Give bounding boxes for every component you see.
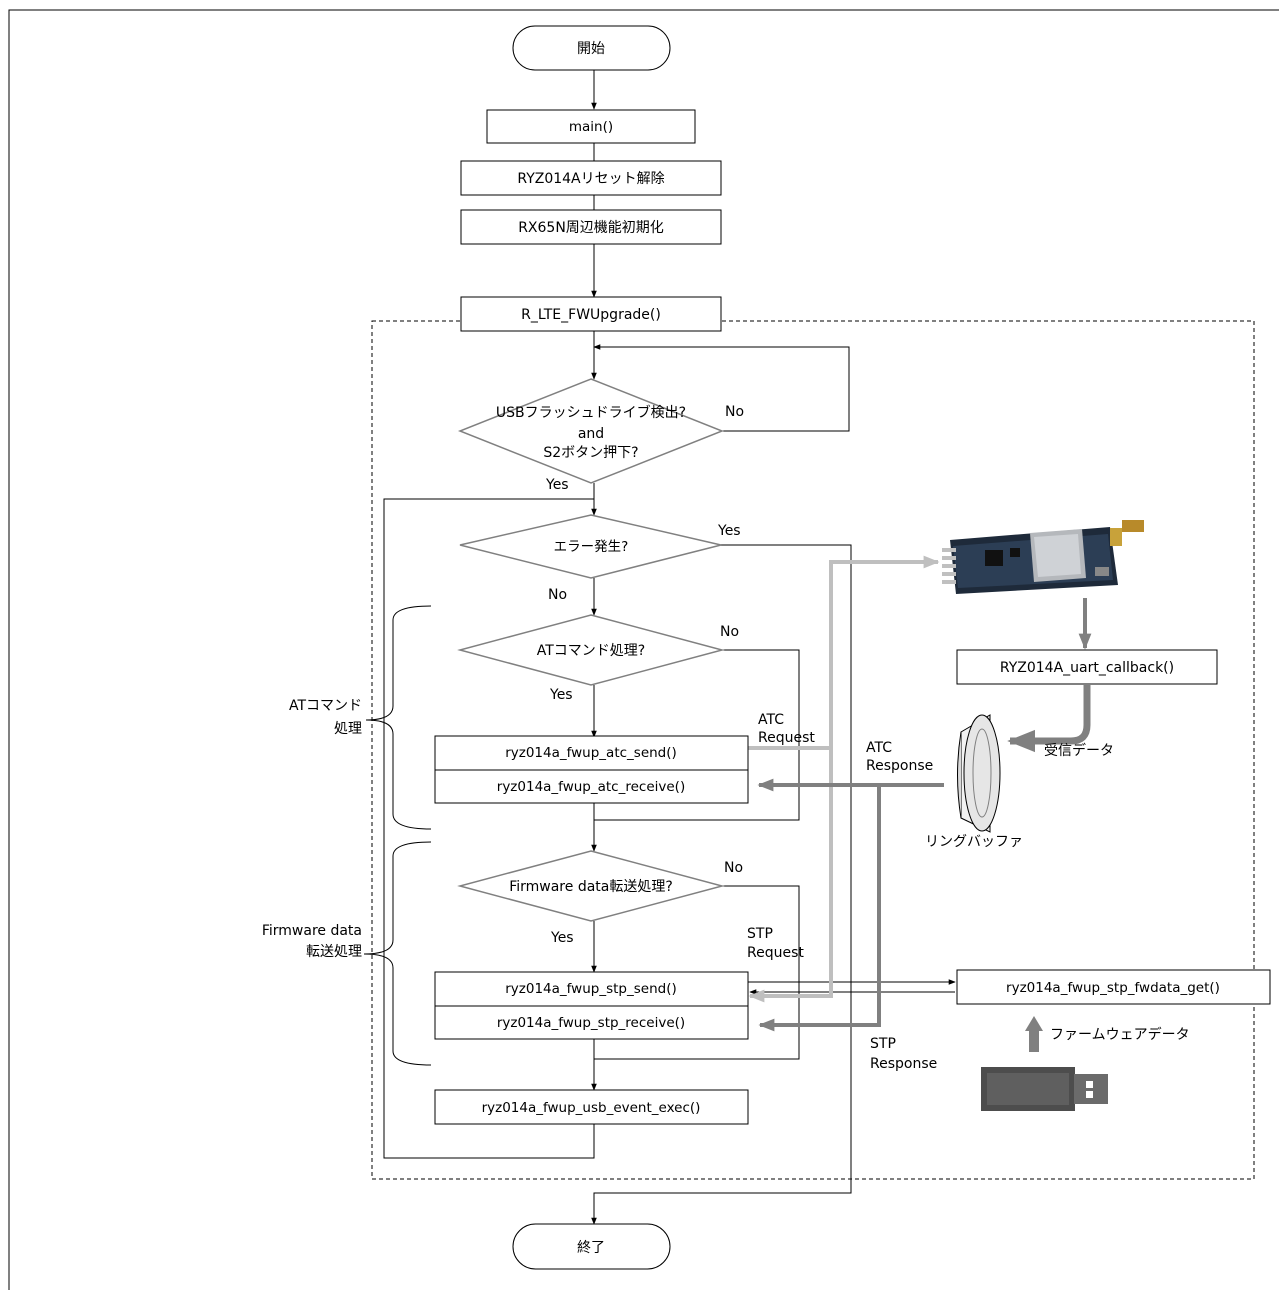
data-flow-arrows — [748, 555, 1092, 1032]
usb-no-label: No — [725, 404, 744, 420]
main-box-label: main() — [569, 119, 613, 135]
fw-brace — [363, 841, 432, 1066]
main-box: main() — [486, 109, 696, 144]
error-decision-label: エラー発生? — [554, 539, 629, 555]
at-brace-label-1: ATコマンド — [289, 698, 362, 714]
end-label: 終了 — [577, 1240, 605, 1256]
init-box-label: RX65N周辺機能初期化 — [518, 219, 664, 236]
start-terminator: 開始 — [512, 25, 671, 71]
fw-decision-label: Firmware data転送処理? — [509, 879, 673, 895]
fwupgrade-box: R_LTE_FWUpgrade() — [460, 296, 722, 332]
uart-callback-label: RYZ014A_uart_callback() — [1000, 660, 1174, 676]
usb-event-label: ryz014a_fwup_usb_event_exec() — [482, 1100, 701, 1116]
fwdata-get-label: ryz014a_fwup_stp_fwdata_get() — [1006, 980, 1220, 996]
page-frame — [8, 9, 1279, 1290]
stp-response-label-2: Response — [870, 1056, 937, 1072]
at-yes-label: Yes — [549, 687, 573, 703]
usb-event-box: ryz014a_fwup_usb_event_exec() — [434, 1089, 749, 1125]
at-no-label: No — [720, 624, 739, 640]
usb-decision-line3: S2ボタン押下? — [543, 445, 638, 461]
error-decision: エラー発生? — [459, 514, 722, 579]
stp-box-group: ryz014a_fwup_stp_send() ryz014a_fwup_stp… — [434, 971, 749, 1040]
ring-buffer-icon — [957, 714, 1001, 833]
firmware-data-label: ファームウェアデータ — [1050, 1026, 1190, 1043]
atc-send-label: ryz014a_fwup_atc_send() — [505, 745, 677, 761]
at-brace — [365, 605, 432, 830]
stp-request-label-2: Request — [747, 945, 804, 961]
fwdata-get-box: ryz014a_fwup_stp_fwdata_get() — [956, 969, 1271, 1005]
start-label: 開始 — [577, 41, 605, 57]
fw-brace-label-2: 転送処理 — [306, 944, 362, 960]
stp-receive-label: ryz014a_fwup_stp_receive() — [497, 1015, 685, 1031]
init-box: RX65N周辺機能初期化 — [460, 209, 722, 245]
lte-module-board-icon — [942, 520, 1144, 594]
fwupgrade-region — [371, 320, 1255, 1180]
at-decision: ATコマンド処理? — [457, 614, 725, 686]
usb-flash-drive-icon — [981, 1067, 1108, 1111]
atc-response-label-2: Response — [866, 758, 933, 774]
error-no-label: No — [548, 587, 567, 603]
atc-response-label-1: ATC — [866, 740, 892, 756]
main-flow-connectors — [383, 70, 956, 1225]
uart-callback-box: RYZ014A_uart_callback() — [956, 649, 1218, 685]
reset-box: RYZ014Aリセット解除 — [460, 160, 722, 196]
usb-yes-label: Yes — [545, 477, 569, 493]
usb-decision-line2: and — [578, 426, 604, 442]
at-brace-label-2: 処理 — [334, 721, 362, 737]
fw-brace-label-1: Firmware data — [262, 923, 362, 939]
usb-decision-line1: USBフラッシュドライブ検出? — [496, 404, 686, 421]
usb-decision: USBフラッシュドライブ検出? and S2ボタン押下? — [457, 378, 725, 484]
stp-send-label: ryz014a_fwup_stp_send() — [505, 981, 677, 997]
atc-request-label-1: ATC — [758, 712, 784, 728]
fw-yes-label: Yes — [550, 930, 574, 946]
reset-box-label: RYZ014Aリセット解除 — [517, 171, 664, 187]
stp-response-label-1: STP — [870, 1036, 896, 1052]
received-data-label: 受信データ — [1044, 742, 1114, 759]
fw-no-label: No — [724, 860, 743, 876]
error-yes-label: Yes — [717, 523, 741, 539]
atc-box-group: ryz014a_fwup_atc_send() ryz014a_fwup_atc… — [434, 735, 749, 804]
flow-labels: ATC Request ATC Response STP Request STP… — [747, 712, 1190, 1072]
atc-request-label-2: Request — [758, 730, 815, 746]
end-terminator: 終了 — [512, 1223, 671, 1270]
atc-receive-label: ryz014a_fwup_atc_receive() — [497, 779, 685, 795]
firmware-upload-arrow — [1025, 1016, 1043, 1052]
stp-request-label-1: STP — [747, 926, 773, 942]
fwupgrade-box-label: R_LTE_FWUpgrade() — [521, 307, 661, 323]
ring-buffer-label: リングバッファ — [925, 834, 1023, 850]
fw-decision: Firmware data転送処理? — [457, 850, 725, 922]
at-decision-label: ATコマンド処理? — [537, 643, 645, 659]
branch-labels: No Yes Yes No No Yes No Yes — [545, 404, 744, 946]
